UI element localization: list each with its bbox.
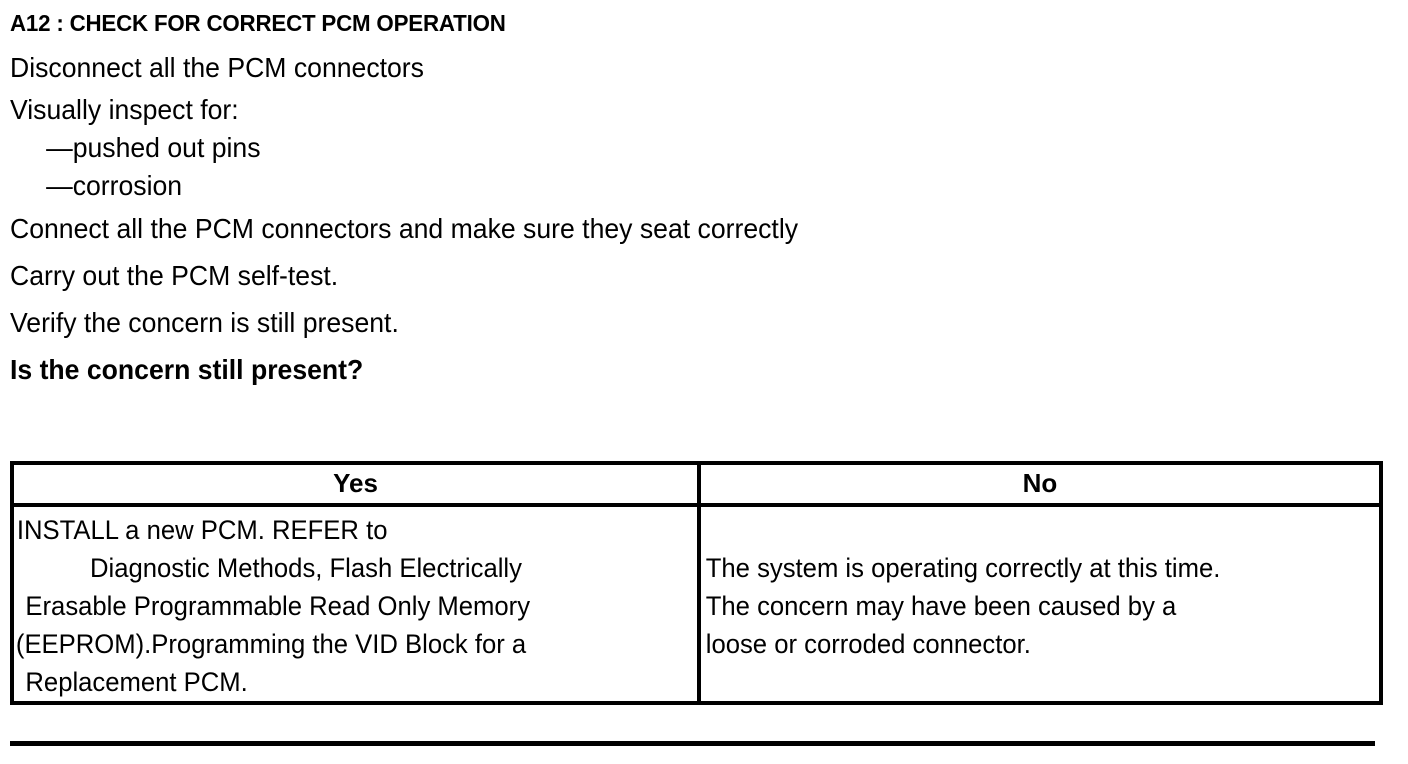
yes-action-line-5: Replacement PCM. [25,667,248,697]
instruction-line-6: Carry out the PCM self-test. [10,260,339,291]
table-header-row: Yes No [10,461,1383,507]
step-question: Is the concern still present? [10,354,364,385]
table-cell-yes-action: INSTALL a new PCM. REFER to Diagnostic M… [10,503,701,705]
no-action-line-1: The system is operating correctly at thi… [705,553,1221,583]
decision-table: Yes No INSTALL a new PCM. REFER to Diagn… [10,461,1383,705]
no-action-line-3: loose or corroded connector. [705,629,1031,659]
page-footer-rule [10,741,1375,746]
instruction-bullet-corrosion: —corrosion [46,170,183,201]
page-title: A12 : CHECK FOR CORRECT PCM OPERATION [10,10,506,36]
table-header-yes: Yes [10,461,701,507]
instruction-bullet-pushed-out-pins: —pushed out pins [46,132,261,163]
yes-action-line-4: (EEPROM).Programming the VID Block for a [15,629,527,659]
table-row: INSTALL a new PCM. REFER to Diagnostic M… [10,503,1383,705]
step-instruction-block: A12 : CHECK FOR CORRECT PCM OPERATION Di… [10,8,1398,393]
yes-action-line-1: INSTALL a new PCM. REFER to [16,515,388,545]
yes-action-line-3: Erasable Programmable Read Only Memory [25,591,531,621]
no-action-line-2: The concern may have been caused by a [705,591,1177,621]
no-action-text: The system is operating correctly at thi… [701,507,1345,663]
instruction-line-1: Disconnect all the PCM connectors [10,52,424,83]
table-cell-no-action: The system is operating correctly at thi… [697,503,1383,705]
instruction-line-2: Visually inspect for: [10,94,239,125]
instruction-line-5: Connect all the PCM connectors and make … [10,213,799,244]
yes-action-text: INSTALL a new PCM. REFER to Diagnostic M… [14,507,663,701]
yes-action-line-2: Diagnostic Methods, Flash Electrically [90,553,522,583]
instruction-line-7: Verify the concern is still present. [10,307,399,338]
table-header-no: No [697,461,1383,507]
